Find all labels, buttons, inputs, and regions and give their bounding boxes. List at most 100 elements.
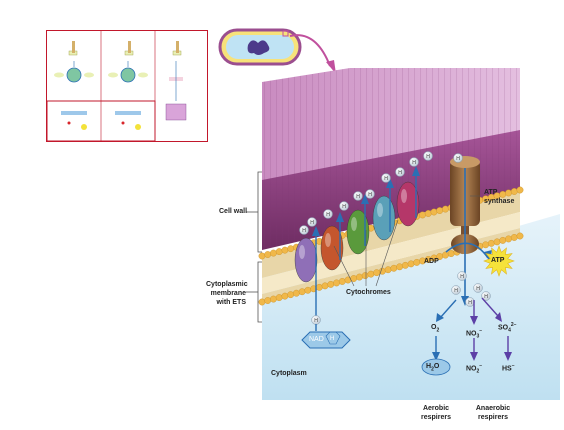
atp-synthase-label: ATP synthase <box>484 188 514 206</box>
lipid-head-inner <box>373 269 381 277</box>
atp-label: ATP <box>491 257 505 264</box>
aerobic-arrows <box>435 299 457 354</box>
adp-to-atp-arrow <box>445 242 489 259</box>
bacterium-cell-icon <box>218 28 302 66</box>
aerobic-respirers-label: Aerobic respirers <box>416 404 456 422</box>
proton-ball <box>323 209 333 219</box>
proton-ball <box>395 167 405 177</box>
lipid-head-outer <box>258 252 266 260</box>
proton-label: H <box>476 286 480 292</box>
so4-sup: 2− <box>510 322 517 328</box>
cytochrome-highlight <box>377 203 383 217</box>
so4-label: SO42− <box>498 322 517 334</box>
lipid-head-inner <box>304 286 312 294</box>
lipid-head-inner <box>407 260 415 268</box>
proton-ball <box>473 283 483 293</box>
proton-label: H <box>368 192 372 198</box>
membrane-label-line2: membrane <box>210 290 246 297</box>
no2-text: NO <box>466 365 477 373</box>
proton-label: H <box>460 274 464 280</box>
lipid-head-inner <box>442 251 449 259</box>
proton-ball <box>453 153 463 163</box>
proton-ball <box>423 151 433 161</box>
nad-molecule <box>301 331 351 349</box>
so4-text: SO <box>498 324 509 332</box>
hs-text: HS <box>502 365 512 373</box>
lipid-head-inner <box>516 232 524 240</box>
cytochromes-group <box>294 181 420 283</box>
label-brackets <box>246 171 262 323</box>
cytochromes-label: Cytochromes <box>346 289 391 296</box>
cell-wall-label: Cell wall <box>219 208 248 215</box>
cytochrome-4 <box>372 195 396 241</box>
cytochrome-3 <box>346 209 370 255</box>
membrane-label: Cytoplasmic membrane with ETS <box>206 280 248 307</box>
o2-text: O <box>431 324 437 331</box>
proton-ball <box>353 191 363 201</box>
cytochrome-highlight <box>299 245 305 259</box>
lipid-head-inner <box>413 258 421 266</box>
lipid-head-inner <box>298 288 306 296</box>
proton-label: H <box>426 154 430 160</box>
proton-ball <box>365 189 375 199</box>
proton-ball <box>451 285 461 295</box>
lipid-head-outer <box>516 186 524 194</box>
o2-sub: 2 <box>436 327 440 334</box>
lipid-head-inner <box>287 291 295 299</box>
lipid-head-inner <box>333 279 340 287</box>
no2-sup: − <box>479 363 483 369</box>
lipid-head-outer <box>442 205 449 213</box>
proton-label: H <box>384 176 388 182</box>
lipid-head-inner <box>447 250 455 258</box>
proton-ball <box>409 157 419 167</box>
lipid-head-inner <box>493 238 501 246</box>
proton-label: H <box>468 300 472 306</box>
lipid-head-inner <box>361 272 369 279</box>
lipid-head-inner <box>327 280 335 288</box>
hs-label: HS− <box>502 363 515 372</box>
water-droplet <box>421 358 451 376</box>
lipid-head-outer <box>281 246 289 254</box>
electron-arrowheads <box>312 166 420 236</box>
anaerobic-respirers-label: Anaerobic respirers <box>470 404 516 422</box>
cytochrome-highlight <box>325 233 331 247</box>
hs-sup: − <box>511 363 515 369</box>
lipid-head-inner <box>292 289 300 297</box>
proton-ball <box>457 271 467 281</box>
proton-label: H <box>356 194 360 200</box>
cytochrome-2 <box>320 225 344 271</box>
atp-synthase-label-line2: synthase <box>484 198 515 205</box>
anaerobic-label-line1: Anaerobic <box>475 405 511 412</box>
proton-label: H <box>302 228 306 234</box>
lipid-head-inner <box>344 276 352 284</box>
cytochrome-highlight <box>351 217 357 231</box>
proton-label: H <box>412 160 416 166</box>
o2-label: O2 <box>431 324 439 333</box>
overview-thumbnail <box>46 30 208 142</box>
lipid-head-inner <box>482 241 489 249</box>
cytochrome-5 <box>396 181 420 227</box>
proton-label: H <box>314 318 318 324</box>
lipid-head-outer <box>264 251 272 258</box>
proton-label: H <box>342 204 346 210</box>
h2o-o-text: O <box>433 363 440 370</box>
lipid-head-outer <box>287 245 295 253</box>
h2o-h-text: H <box>426 363 432 370</box>
lipid-head-inner <box>338 278 346 285</box>
lipid-head-inner <box>270 295 277 303</box>
nad-h-label: H <box>330 336 335 342</box>
lipid-head-inner <box>264 297 272 304</box>
h2o-sub: 2 <box>431 366 434 373</box>
lipid-head-inner <box>384 266 392 274</box>
proton-label: H <box>456 156 460 162</box>
lipid-head-inner <box>510 234 518 241</box>
lipid-head-inner <box>321 282 329 290</box>
lipid-head-inner <box>487 239 495 247</box>
proton-label: H <box>310 220 314 226</box>
membrane-label-line3: with ETS <box>216 299 246 306</box>
proton-ball <box>339 201 349 211</box>
lipid-head-outer <box>430 208 438 216</box>
